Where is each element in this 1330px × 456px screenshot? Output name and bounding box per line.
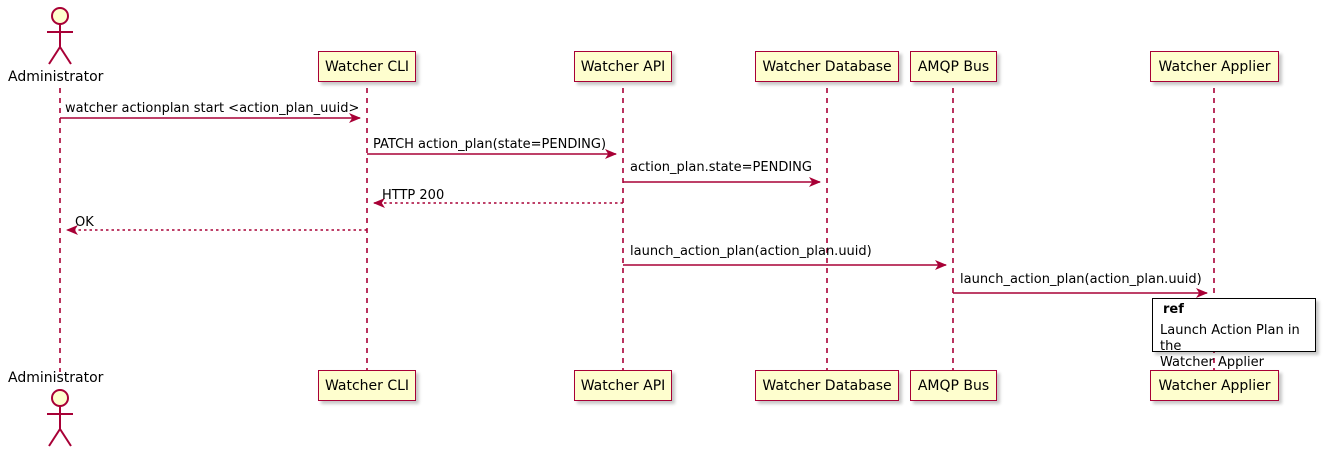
actor-administrator-bottom bbox=[47, 389, 73, 447]
participant-box-watcher-cli-top[interactable]: Watcher CLI bbox=[318, 51, 416, 82]
message-label-watcher-actionplan-start: watcher actionplan start <action_plan_uu… bbox=[65, 101, 360, 116]
participant-box-watcher-api-top[interactable]: Watcher API bbox=[574, 51, 672, 82]
message-label-http-200: HTTP 200 bbox=[382, 188, 445, 203]
ref-frame-launch-action-plan[interactable]: ref Launch Action Plan in the Watcher Ap… bbox=[1152, 298, 1316, 370]
participant-label-watcher-api: Watcher API bbox=[580, 58, 666, 75]
participant-label-watcher-cli: Watcher CLI bbox=[324, 377, 410, 394]
ref-frame-text-line-1: Launch Action Plan in the bbox=[1160, 323, 1300, 354]
participant-box-watcher-database-top[interactable]: Watcher Database bbox=[755, 51, 899, 82]
ref-frame-text-line-2: Watcher Applier bbox=[1160, 355, 1264, 370]
ref-tab-label: ref bbox=[1163, 302, 1184, 317]
participant-label-amqp-bus: AMQP Bus bbox=[917, 377, 990, 394]
message-label-launch-action-plan-amqp: launch_action_plan(action_plan.uuid) bbox=[630, 244, 872, 259]
actor-administrator-top bbox=[47, 7, 73, 65]
participant-box-watcher-applier-top[interactable]: Watcher Applier bbox=[1150, 51, 1279, 82]
participant-box-watcher-cli-bottom[interactable]: Watcher CLI bbox=[318, 370, 416, 401]
participant-label-watcher-database: Watcher Database bbox=[762, 377, 892, 394]
participant-label-watcher-applier: Watcher Applier bbox=[1158, 58, 1271, 75]
actor-label-administrator-top: Administrator bbox=[8, 69, 104, 85]
participant-box-watcher-applier-bottom[interactable]: Watcher Applier bbox=[1150, 370, 1279, 401]
message-label-ok: OK bbox=[75, 215, 94, 230]
ref-frame-text: Launch Action Plan in the Watcher Applie… bbox=[1160, 323, 1318, 371]
participant-box-watcher-database-bottom[interactable]: Watcher Database bbox=[755, 370, 899, 401]
participant-box-amqp-bus-bottom[interactable]: AMQP Bus bbox=[910, 370, 997, 401]
message-label-launch-action-plan-applier: launch_action_plan(action_plan.uuid) bbox=[960, 272, 1202, 287]
participant-label-amqp-bus: AMQP Bus bbox=[917, 58, 990, 75]
message-label-action-plan-state-pending: action_plan.state=PENDING bbox=[630, 160, 812, 175]
participant-box-watcher-api-bottom[interactable]: Watcher API bbox=[574, 370, 672, 401]
actor-label-administrator-bottom: Administrator bbox=[8, 370, 104, 386]
participant-label-watcher-applier: Watcher Applier bbox=[1158, 377, 1271, 394]
participant-label-watcher-cli: Watcher CLI bbox=[324, 58, 410, 75]
participant-box-amqp-bus-top[interactable]: AMQP Bus bbox=[910, 51, 997, 82]
participant-label-watcher-api: Watcher API bbox=[580, 377, 666, 394]
message-label-patch-action-plan: PATCH action_plan(state=PENDING) bbox=[373, 137, 607, 152]
participant-label-watcher-database: Watcher Database bbox=[762, 58, 892, 75]
